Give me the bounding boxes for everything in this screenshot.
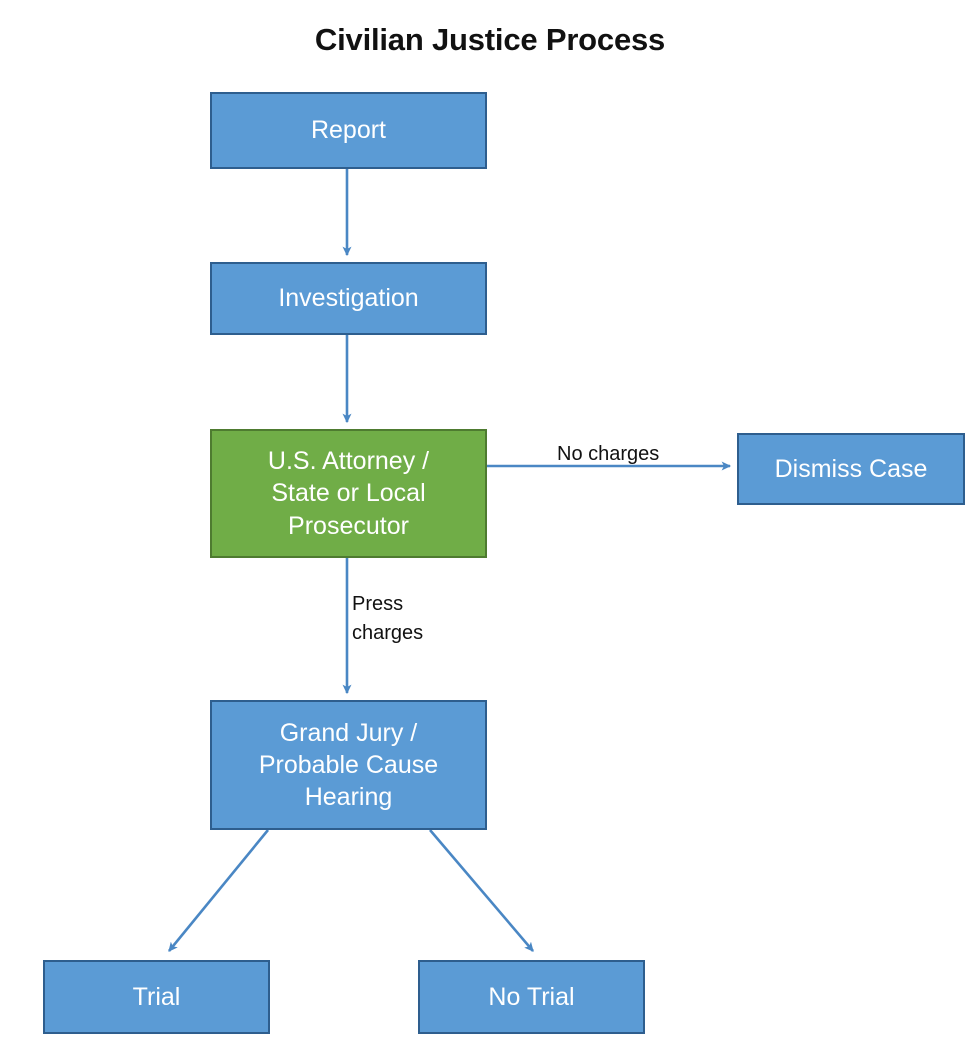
node-no-trial[interactable]: No Trial: [418, 960, 645, 1034]
node-dismiss-case-label: Dismiss Case: [774, 454, 928, 483]
node-report-label: Report: [310, 116, 387, 145]
edge-grandjury-notrial: [429, 829, 534, 952]
node-investigation[interactable]: Investigation: [210, 262, 487, 335]
page-title: Civilian Justice Process: [314, 22, 666, 57]
node-grand-jury-label: Grand Jury / Probable Cause Hearing: [258, 718, 439, 812]
node-trial[interactable]: Trial: [43, 960, 270, 1034]
node-dismiss-case[interactable]: Dismiss Case: [737, 433, 965, 505]
node-no-trial-label: No Trial: [488, 982, 575, 1011]
edge-grandjury-trial: [167, 829, 270, 952]
node-grand-jury[interactable]: Grand Jury / Probable Cause Hearing: [210, 700, 487, 830]
node-prosecutor[interactable]: U.S. Attorney / State or Local Prosecuto…: [210, 429, 487, 558]
node-report[interactable]: Report: [210, 92, 487, 169]
node-investigation-label: Investigation: [278, 284, 419, 313]
edge-label-press-charges: Press charges: [352, 593, 424, 644]
node-prosecutor-label: U.S. Attorney / State or Local Prosecuto…: [267, 447, 430, 540]
edge-label-no-charges: No charges: [557, 443, 660, 465]
node-trial-label: Trial: [132, 982, 181, 1011]
